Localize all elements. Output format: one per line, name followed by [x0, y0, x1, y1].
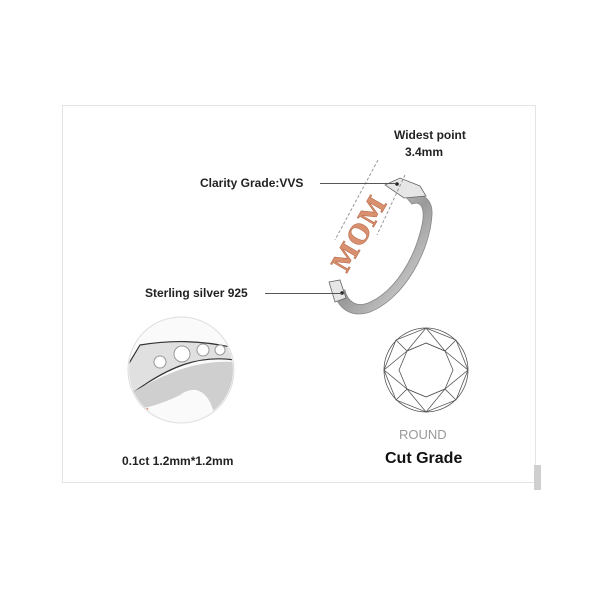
widest-point-label: Widest point — [394, 128, 466, 142]
widest-point-value: 3.4mm — [405, 145, 444, 159]
clarity-label: Clarity Grade:VVS — [200, 176, 304, 190]
clarity-pointer-line — [320, 183, 396, 184]
cut-grade-label: Cut Grade — [385, 450, 463, 467]
ring-image — [328, 159, 433, 315]
material-label: Sterling silver 925 — [145, 286, 248, 300]
scrollbar[interactable] — [534, 465, 541, 490]
stone-size-label: 0.1ct 1.2mm*1.2mm — [122, 454, 234, 468]
stone-closeup-image — [127, 316, 235, 424]
material-pointer-line — [265, 293, 342, 294]
product-frame — [62, 105, 536, 483]
cut-shape-label: ROUND — [399, 427, 447, 442]
round-cut-diagram — [383, 327, 469, 413]
